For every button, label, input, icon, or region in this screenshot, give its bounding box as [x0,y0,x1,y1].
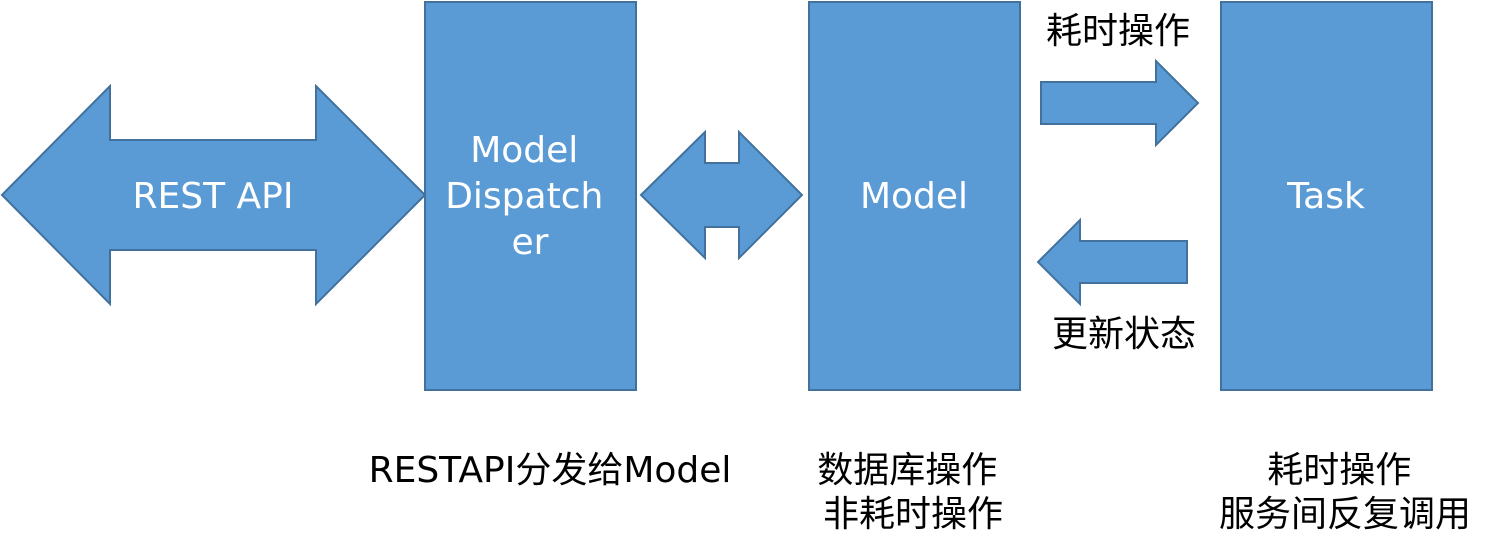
dispatcher-label-line-2: Dispatch [445,176,603,217]
task-label: Task [1286,176,1365,217]
task-node: Task [1220,1,1433,391]
to-task-arrow-label: 耗时操作 [1046,11,1190,52]
model-label: Model [860,176,968,217]
to-task-connector: 耗时操作 [1040,11,1200,148]
task-caption-line-2: 服务间反复调用 [1219,494,1471,535]
model-caption: 数据库操作 非耗时操作 [817,450,1008,535]
dispatcher-label-line-1: Model [470,130,578,171]
task-box [1220,1,1433,391]
model-caption-line-2: 非耗时操作 [823,494,1003,535]
model-caption-line-1: 数据库操作 [817,450,997,491]
task-caption-line-1: 耗时操作 [1267,450,1411,491]
task-caption: 耗时操作 服务间反复调用 [1219,450,1471,535]
dispatcher-caption: RESTAPI分发给Model [369,450,732,491]
from-task-connector: 更新状态 [1036,217,1196,355]
rest-api-label: REST API [133,176,294,217]
model-box [808,1,1021,391]
model-node: Model [808,1,1021,391]
dispatcher-box [424,1,637,391]
rest-api-node: REST API [0,83,427,307]
to-task-arrow [1040,58,1200,148]
from-task-arrow [1036,217,1188,307]
dispatcher-model-double-arrow [639,129,804,261]
dispatcher-node: Model Dispatch er [424,1,637,391]
dispatcher-label: Model Dispatch er [445,130,615,263]
from-task-arrow-label: 更新状态 [1052,314,1196,355]
dispatcher-label-line-3: er [512,222,549,263]
